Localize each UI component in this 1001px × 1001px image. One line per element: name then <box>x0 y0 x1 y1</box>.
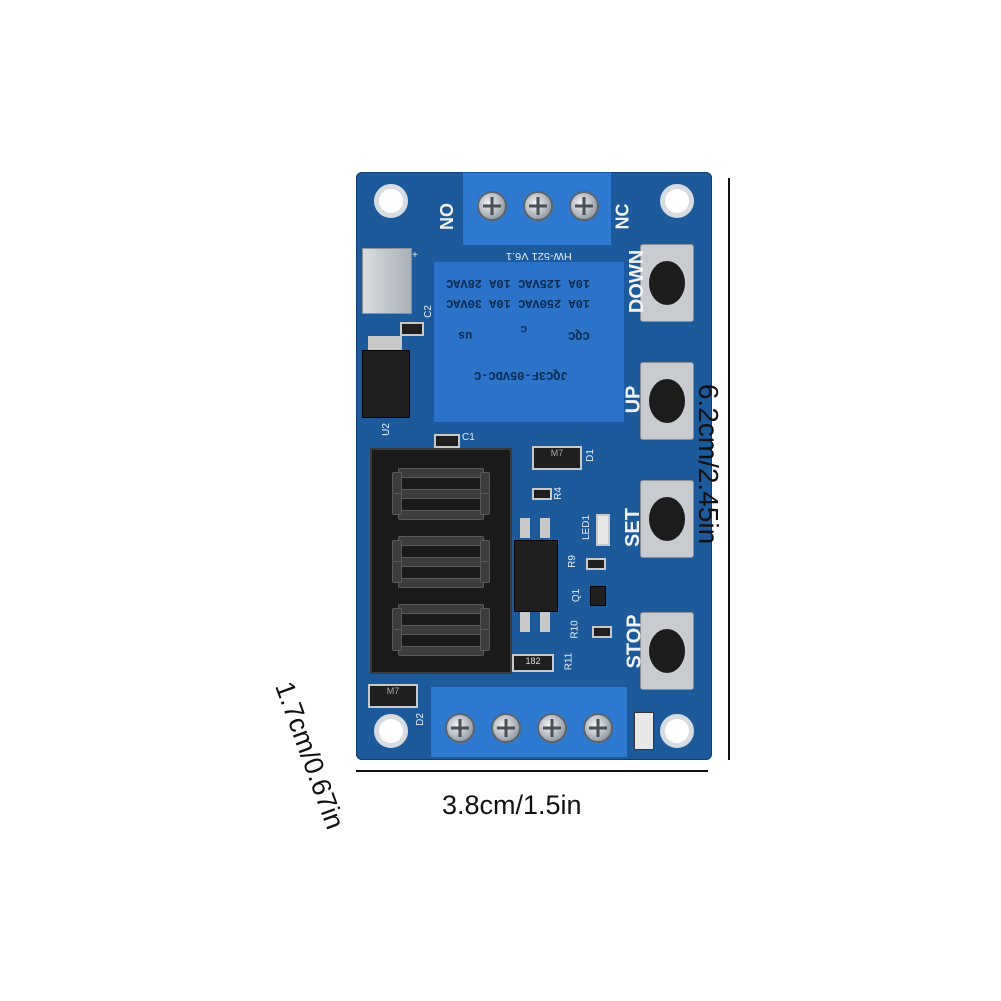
width-dimension-label: 3.8cm/1.5in <box>442 790 582 820</box>
terminal-screw <box>445 713 475 743</box>
display-digit <box>392 468 490 520</box>
relay-rating-line-1: 10A 250VAC 10A 30VAC <box>446 296 591 310</box>
display-segment <box>480 561 490 583</box>
display-segment <box>392 540 402 562</box>
terminal-screw <box>491 713 521 743</box>
stop-button[interactable] <box>640 612 694 690</box>
display-segment <box>392 493 402 515</box>
silk-u2: U2 <box>380 423 392 436</box>
voltage-regulator <box>362 350 410 418</box>
micro-usb-port <box>362 248 412 314</box>
display-segment <box>398 489 484 499</box>
silk-q1: Q1 <box>571 588 583 603</box>
silk-led1: LED1 <box>581 514 593 541</box>
terminal-screw <box>477 191 507 221</box>
power-input-terminal <box>430 686 628 758</box>
relay-rating-line-2: 10A 125VAC 10A 28VAC <box>446 276 591 290</box>
silk-r10: R10 <box>569 620 581 639</box>
display-segment <box>398 510 484 520</box>
terminal-screw <box>583 713 613 743</box>
relay: 10A 250VAC 10A 30VAC 10A 125VAC 10A 28VA… <box>432 260 626 424</box>
header-pin-pads <box>634 712 654 750</box>
seven-segment-display <box>370 448 512 674</box>
display-segment <box>392 472 402 494</box>
display-digit <box>392 604 490 656</box>
display-segment <box>398 557 484 567</box>
capacitor-c2 <box>400 322 424 336</box>
down-button[interactable] <box>640 244 694 322</box>
silk-nc: NC <box>612 203 633 230</box>
mounting-hole-bottom-right <box>660 714 694 748</box>
display-segment <box>392 629 402 651</box>
silk-set: SET <box>621 508 644 547</box>
optocoupler <box>514 540 558 612</box>
display-segment <box>398 578 484 588</box>
diode-d1-mark: M7 <box>550 448 564 458</box>
regulator-tab <box>368 336 402 350</box>
height-dimension-line <box>728 178 730 760</box>
silk-r9: R9 <box>566 555 578 568</box>
silk-r4: R4 <box>552 487 564 500</box>
down-button-cap[interactable] <box>649 261 685 305</box>
display-segment <box>480 540 490 562</box>
display-segment <box>398 468 484 478</box>
display-segment <box>480 472 490 494</box>
relay-cert-us: us <box>458 328 473 342</box>
height-dimension-label: 6.2cm/2.45in <box>693 383 725 545</box>
terminal-screw <box>523 191 553 221</box>
display-segment <box>392 608 402 630</box>
optocoupler-pin <box>540 518 550 538</box>
relay-cert-c: c <box>520 322 528 336</box>
mounting-hole-top-left <box>374 184 408 218</box>
thickness-dimension-label: 1.7cm/0.67in <box>269 677 351 834</box>
resistor-r9 <box>586 558 606 570</box>
set-button[interactable] <box>640 480 694 558</box>
silk-up: UP <box>622 385 645 414</box>
silk-no: NO <box>437 203 457 230</box>
display-segment <box>480 608 490 630</box>
relay-model: JQC3F-05VDC-C <box>474 368 568 382</box>
display-segment <box>398 536 484 546</box>
display-segment <box>480 629 490 651</box>
display-digit <box>392 536 490 588</box>
relay-cert-cqc: CQC <box>568 328 590 342</box>
display-segment <box>398 646 484 656</box>
display-segment <box>480 493 490 515</box>
relay-output-terminal <box>462 172 612 246</box>
silk-d1: D1 <box>584 449 596 462</box>
resistor-r10 <box>592 626 612 638</box>
width-dimension-line <box>356 770 708 772</box>
optocoupler-pin <box>520 518 530 538</box>
terminal-screw <box>569 191 599 221</box>
silk-down: DOWN <box>626 249 649 314</box>
resistor-r11: 182 <box>512 654 554 672</box>
terminal-screw <box>537 713 567 743</box>
silk-r11: R11 <box>563 652 575 671</box>
set-button-cap[interactable] <box>649 497 685 541</box>
diode-d2-mark: M7 <box>386 686 400 696</box>
diode-d2: M7 <box>368 684 418 708</box>
led1 <box>596 514 610 546</box>
transistor-q1 <box>590 586 606 606</box>
capacitor-c1 <box>434 434 460 448</box>
optocoupler-pin <box>520 612 530 632</box>
display-segment <box>398 604 484 614</box>
up-button-cap[interactable] <box>649 379 685 423</box>
display-segment <box>398 625 484 635</box>
resistor-r11-value: 182 <box>525 656 541 666</box>
mounting-hole-top-right <box>660 184 694 218</box>
silk-d2: D2 <box>414 713 426 726</box>
silk-c1: C1 <box>462 432 475 443</box>
resistor-r4 <box>532 488 552 500</box>
stop-button-cap[interactable] <box>649 629 685 673</box>
diode-d1: M7 <box>532 446 582 470</box>
optocoupler-pin <box>540 612 550 632</box>
silk-plus: + <box>412 250 418 261</box>
mounting-hole-bottom-left <box>374 714 408 748</box>
display-segment <box>392 561 402 583</box>
up-button[interactable] <box>640 362 694 440</box>
silk-stop: STOP <box>623 614 646 669</box>
